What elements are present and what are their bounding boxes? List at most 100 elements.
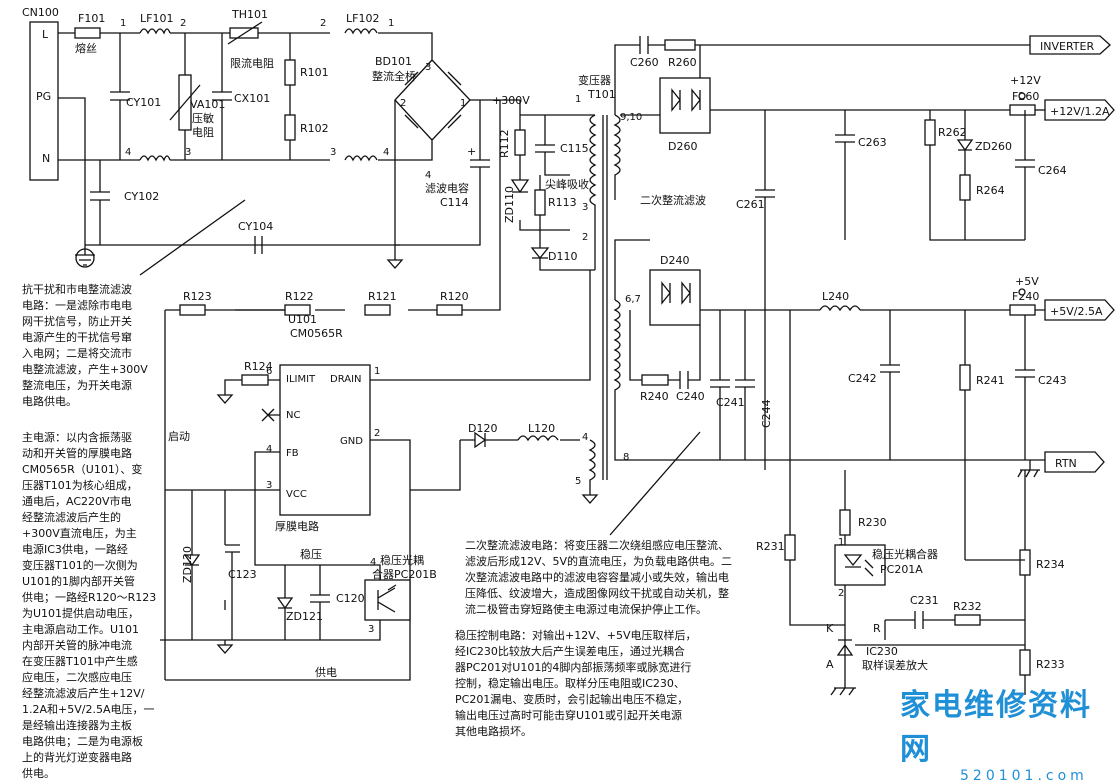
cap-c231 <box>914 611 924 629</box>
r234-label: R234 <box>1036 558 1065 571</box>
t-pin8: 8 <box>623 452 629 463</box>
f101-desc: 熔丝 <box>75 41 97 55</box>
pcb-pin3: 3 <box>368 624 374 635</box>
wire-sec5 <box>614 239 1045 311</box>
cap-cy101 <box>110 91 130 101</box>
r124-label: R124 <box>244 360 273 373</box>
cy101-label: CY101 <box>126 96 161 109</box>
pc201b-desc2: 合器PC201B <box>372 567 437 581</box>
u-pin4: 4 <box>266 444 272 455</box>
lf101-label: LF101 <box>140 12 173 25</box>
resistor-r124 <box>241 374 269 386</box>
u-pin6: 6 <box>266 366 272 377</box>
shunt-ic230 <box>836 639 854 675</box>
secondary-desc: 二次整流滤波 <box>640 193 706 207</box>
wire-d260 <box>699 45 740 111</box>
c244-label: C244 <box>760 399 773 428</box>
d260-diodes <box>671 88 701 112</box>
wire-r240-c240 <box>629 310 701 381</box>
r101-label: R101 <box>300 66 329 79</box>
pin-vcc: VCC <box>286 489 307 500</box>
resistor-r240 <box>641 374 669 386</box>
pin-fb: FB <box>286 448 299 459</box>
r123-label: R123 <box>183 290 212 303</box>
pc201a-desc: 稳压光耦合器 <box>872 547 938 561</box>
t101-desc: 变压器 <box>578 73 611 87</box>
pin-nc: NC <box>286 410 300 421</box>
c243-label: C243 <box>1038 374 1067 387</box>
out12-label: +12V/1.2A <box>1050 105 1110 118</box>
cy104-label: CY104 <box>238 220 273 233</box>
cy102-label: CY102 <box>124 190 159 203</box>
snubber-desc: 尖峰吸收 <box>545 177 589 191</box>
bd-pin4: 4 <box>425 170 431 181</box>
watermark-url: 520101.com <box>960 768 1088 784</box>
cn100-connector <box>29 21 59 181</box>
bd101-label: BD101 <box>375 55 412 68</box>
wire-r123-left <box>164 309 285 490</box>
transformer-t101-sec5 <box>613 299 621 400</box>
wire-pc201b <box>300 564 381 580</box>
va101-slash <box>169 84 201 121</box>
pin-gnd: GND <box>340 436 363 447</box>
out5-label: +5V/2.5A <box>1050 305 1103 318</box>
optocoupler-pc201b <box>364 579 411 621</box>
resistor-r230 <box>839 509 851 536</box>
wire-pg <box>58 97 86 255</box>
lf102-pin1: 1 <box>388 18 394 29</box>
lf101-pin4: 4 <box>125 147 131 158</box>
c114-plus: + <box>467 145 476 158</box>
wire-drain <box>370 270 591 381</box>
resistor-r231 <box>784 534 796 561</box>
c123-label: C123 <box>228 568 257 581</box>
t101-label: T101 <box>587 88 616 101</box>
zd120-label: ZD120 <box>181 546 194 583</box>
ground-icon-r124 <box>216 394 234 404</box>
v12-node <box>1018 92 1026 100</box>
va101-desc2: 电阻 <box>192 126 214 139</box>
r-label: R <box>873 622 881 635</box>
bd-pin3: 3 <box>425 62 431 73</box>
f260-label: F260 <box>1012 90 1039 103</box>
cap-cy102 <box>90 160 110 245</box>
zener-zd121 <box>276 565 294 640</box>
transformer-t101-primary <box>589 114 597 270</box>
t-pin1: 1 <box>575 94 581 105</box>
wire-rtn <box>614 400 1045 461</box>
pin-l-label: L <box>42 28 49 41</box>
rtn-label: RTN <box>1055 457 1077 470</box>
c241-label: C241 <box>716 396 745 409</box>
resistor-r120 <box>436 304 463 316</box>
pin-drain: DRAIN <box>330 374 362 385</box>
transformer-core <box>602 115 608 480</box>
aux-pin4: 4 <box>582 432 588 443</box>
c261-label: C261 <box>736 198 765 211</box>
regulate-label: 稳压 <box>300 547 322 561</box>
r233-label: R233 <box>1036 658 1065 671</box>
aux-pin5: 5 <box>575 476 581 487</box>
earth-ground-icon <box>75 254 95 266</box>
cn100-label: CN100 <box>22 6 59 19</box>
watermark: 家电维修资料网 520101.com <box>900 680 1110 784</box>
wire-n-line <box>58 140 433 161</box>
c114-label: C114 <box>440 196 469 209</box>
cap-c244 <box>735 310 755 460</box>
r262-label: R262 <box>938 126 967 139</box>
v5-node <box>1018 288 1026 296</box>
inductor-lf101-bot <box>139 155 171 162</box>
cap-c123 <box>225 544 240 640</box>
resistor-r112 <box>514 129 526 156</box>
c260-label: C260 <box>630 56 659 69</box>
c115-label: C115 <box>560 142 589 155</box>
resistor-r260 <box>664 39 696 51</box>
zener-zd260 <box>956 110 974 240</box>
bridge-diodes <box>404 71 462 129</box>
pcb-pin4: 4 <box>370 557 376 568</box>
va101-desc: 压敏 <box>192 111 214 125</box>
cap-c242 <box>880 310 900 460</box>
bd-pin2: 2 <box>400 98 406 109</box>
r231-label: R231 <box>756 540 785 553</box>
c120-label: C120 <box>336 592 365 605</box>
k-label: K <box>826 622 834 635</box>
pc201a-label: PC201A <box>880 563 923 576</box>
